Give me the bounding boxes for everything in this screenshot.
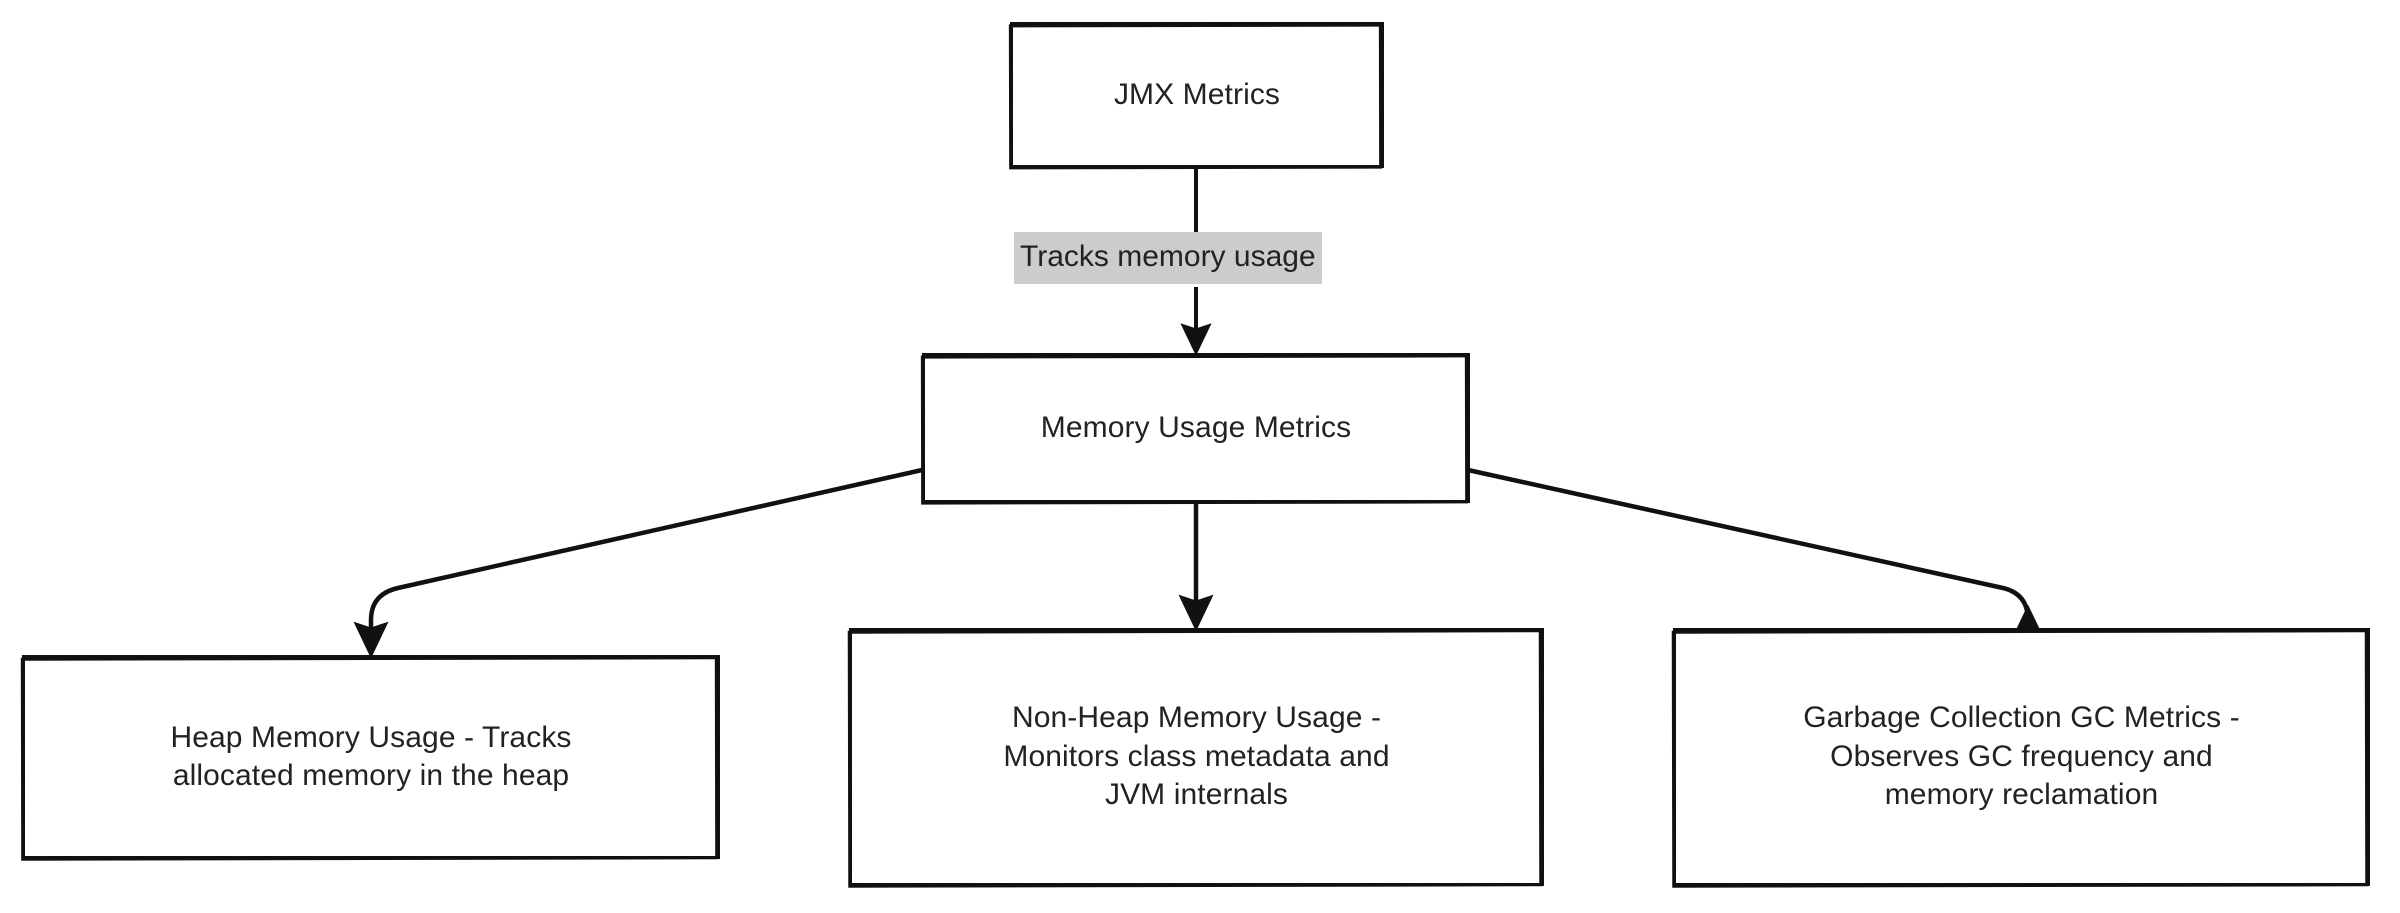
node-memory-usage-metrics[interactable]: Memory Usage Metrics (922, 353, 1470, 503)
edge-memory-to-heap (353, 467, 923, 659)
edge-memory-to-gc (1467, 467, 2046, 642)
node-memory-usage-metrics-label: Memory Usage Metrics (1040, 410, 1352, 444)
node-garbage-collection-gc-metrics[interactable]: Garbage Collection GC Metrics - Observes… (1673, 628, 2370, 886)
node-jmx-metrics-label: JMX Metrics (1113, 77, 1281, 111)
node-jmx-metrics[interactable]: JMX Metrics (1010, 22, 1384, 168)
node-heap-memory-usage-label: Heap Memory Usage - Tracks allocated mem… (170, 720, 572, 792)
node-non-heap-memory-usage-label: Non-Heap Memory Usage - Monitors class m… (1003, 701, 1390, 812)
node-heap-memory-usage[interactable]: Heap Memory Usage - Tracks allocated mem… (22, 655, 720, 859)
node-garbage-collection-gc-metrics-label: Garbage Collection GC Metrics - Observes… (1803, 701, 2240, 812)
edge-label-tracks-memory-usage: Tracks memory usage (1014, 232, 1322, 284)
node-non-heap-memory-usage[interactable]: Non-Heap Memory Usage - Monitors class m… (849, 628, 1544, 886)
